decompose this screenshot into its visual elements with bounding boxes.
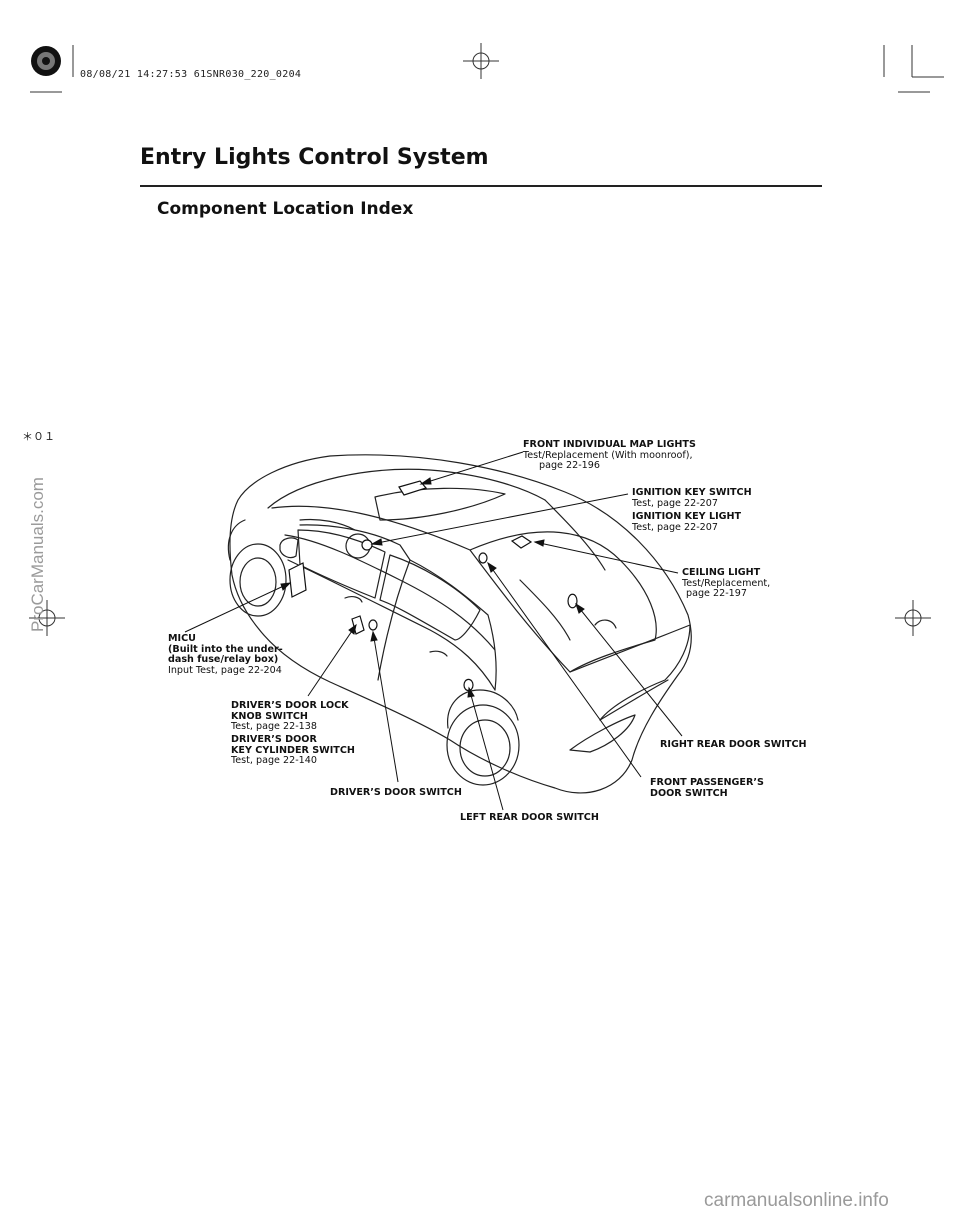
crop-cross-icon [463, 43, 499, 79]
page-title: Entry Lights Control System [140, 145, 489, 170]
callout-name: IGNITION KEY LIGHT [632, 511, 742, 522]
callout-ref: page 22-196 [539, 460, 600, 471]
callout-front-passenger-door-switch: FRONT PASSENGER’S DOOR SWITCH [650, 777, 764, 799]
crosshair-target-icon [31, 46, 61, 76]
callout-ref: Test, page 22-138 [231, 721, 317, 732]
callout-name: DRIVER’S DOOR [231, 734, 317, 745]
callout-name: FRONT INDIVIDUAL MAP LIGHTS [523, 439, 696, 450]
fp-door-switch-icon [478, 552, 488, 564]
callout-ref: page 22-197 [686, 588, 747, 599]
callout-name: IGNITION KEY SWITCH [632, 487, 752, 498]
callout-key-cylinder-switch: DRIVER’S DOOR KEY CYLINDER SWITCH Test, … [231, 734, 355, 767]
micu-box-icon [288, 562, 307, 598]
callout-ceiling-light: CEILING LIGHT Test/Replacement, page 22-… [682, 567, 771, 600]
callout-name: CEILING LIGHT [682, 567, 761, 578]
key-cylinder-switch-icon [368, 619, 378, 631]
callout-name: DOOR SWITCH [650, 787, 728, 799]
footer-watermark: carmanualsonline.info [704, 1190, 889, 1211]
crop-cross-icon [29, 600, 65, 636]
callout-name: dash fuse/relay box) [168, 654, 279, 665]
callout-ref: Test, page 22-207 [632, 521, 718, 533]
title-divider [140, 185, 822, 187]
crop-cross-icon [895, 600, 931, 636]
callout-name: DRIVER’S DOOR SWITCH [330, 787, 462, 798]
callout-ref: Test/Replacement (With moonroof), [523, 449, 693, 461]
callout-name: FRONT PASSENGER’S [650, 777, 764, 788]
ceiling-light-icon [510, 535, 533, 549]
callout-drivers-door-switch: DRIVER’S DOOR SWITCH [330, 787, 462, 799]
callout-map-lights: FRONT INDIVIDUAL MAP LIGHTS Test/Replace… [523, 439, 696, 472]
callout-ref: Input Test, page 22-204 [168, 664, 282, 676]
callout-name: (Built into the under- [168, 643, 283, 655]
callout-ref: Test, page 22-207 [632, 497, 718, 509]
callout-ignition-key-switch: IGNITION KEY SWITCH Test, page 22-207 [632, 487, 752, 509]
section-title: Component Location Index [157, 199, 414, 219]
callout-name: MICU [168, 633, 196, 644]
callout-ref: Test, page 22-140 [231, 755, 317, 766]
callout-micu: MICU (Built into the under- dash fuse/re… [168, 633, 283, 676]
margin-mark: ＊０１ [22, 430, 55, 443]
callout-name: KNOB SWITCH [231, 710, 308, 722]
callout-name: LEFT REAR DOOR SWITCH [460, 812, 599, 823]
callout-name: KEY CYLINDER SWITCH [231, 744, 355, 756]
callout-lock-knob-switch: DRIVER’S DOOR LOCK KNOB SWITCH Test, pag… [231, 700, 349, 733]
callout-ref: Test/Replacement, [682, 577, 771, 589]
callout-name: DRIVER’S DOOR LOCK [231, 700, 349, 711]
map-lights-icon [398, 480, 428, 496]
callout-name: RIGHT REAR DOOR SWITCH [660, 739, 807, 750]
lr-door-switch-icon [463, 678, 474, 692]
print-stamp: 08/08/21 14:27:53 61SNR030_220_0204 [80, 69, 302, 80]
rr-door-switch-icon [567, 593, 578, 609]
callout-ignition-key-light: IGNITION KEY LIGHT Test, page 22-207 [632, 511, 742, 533]
callout-right-rear-door-switch: RIGHT REAR DOOR SWITCH [660, 739, 807, 751]
ignition-switch-icon [361, 539, 373, 551]
callout-left-rear-door-switch: LEFT REAR DOOR SWITCH [460, 812, 599, 824]
